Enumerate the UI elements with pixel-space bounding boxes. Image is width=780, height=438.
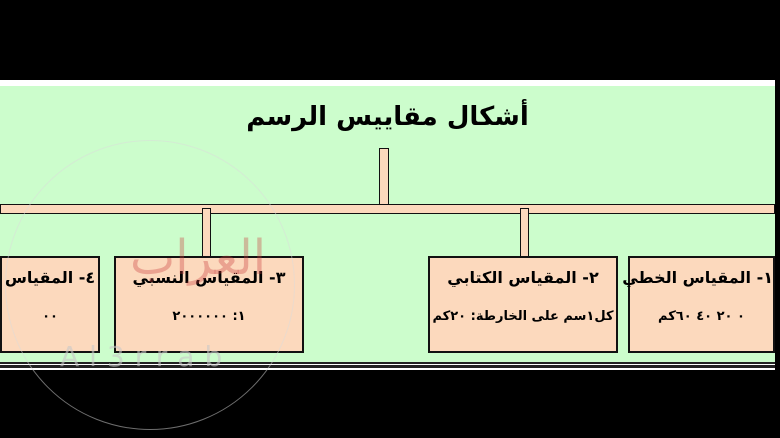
diagram-panel: أشكال مقاييس الرسم ١- المقياس الخطي ٠ ٢٠… <box>0 80 775 370</box>
box-heading: ٤- المقياس <box>4 268 96 287</box>
box-linear-scale: ١- المقياس الخطي ٠ ٢٠ ٤٠ ٦٠كم <box>622 256 775 353</box>
connector-drop-2 <box>520 208 529 258</box>
watermark-latin: Al3rrab <box>60 340 233 373</box>
watermark-arabic: العراب <box>130 230 267 286</box>
box-heading: ٣- المقياس النسبي <box>132 268 286 287</box>
box-body: كل١سم على الخارطة: ٢٠كم <box>432 309 614 324</box>
box-verbal-scale: ٢- المقياس الكتابي كل١سم على الخارطة: ٢٠… <box>428 256 618 353</box>
diagram-title: أشكال مقاييس الرسم <box>246 102 529 132</box>
box-body: ١: ٢٠٠٠٠٠٠ <box>172 309 246 324</box>
connector-horizontal <box>0 204 775 214</box>
box-heading: ٢- المقياس الكتابي <box>447 268 599 287</box>
diagram-background: أشكال مقاييس الرسم ١- المقياس الخطي ٠ ٢٠… <box>0 86 775 364</box>
bottom-border <box>0 365 775 368</box>
box-heading: ١- المقياس الخطي <box>622 268 773 287</box>
box-body: ٠ ٢٠ ٤٠ ٦٠كم <box>658 309 745 324</box>
box-ratio-scale: ٣- المقياس النسبي ١: ٢٠٠٠٠٠٠ <box>114 256 304 353</box>
box-scale-4: ٤- المقياس ٠٠ <box>0 256 100 353</box>
box-body: ٠٠ <box>42 309 58 324</box>
connector-vertical <box>379 148 389 208</box>
